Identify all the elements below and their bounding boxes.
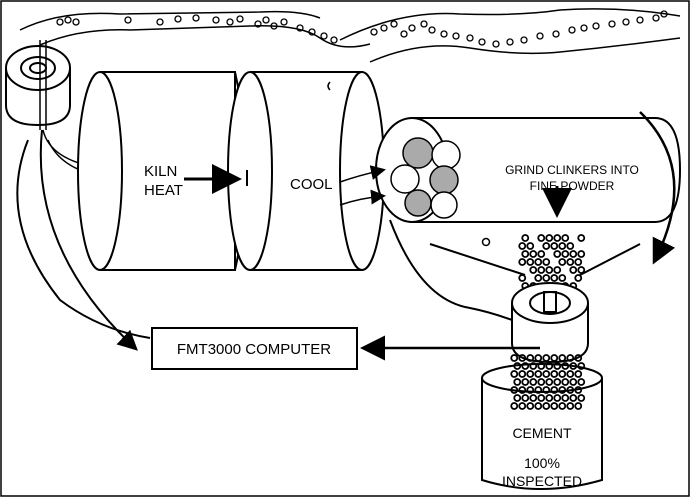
- mill-rotation-arrow: [639, 111, 676, 265]
- inspection-sensor: [511, 282, 589, 364]
- feed-hopper: [5, 45, 71, 127]
- cooler-mark: [327, 81, 331, 91]
- kiln-label-line1: KILN: [144, 163, 177, 180]
- powder-funnel: [429, 243, 641, 276]
- feed-signal-arrow: [39, 129, 138, 351]
- kiln-signal-line: [16, 139, 151, 339]
- grinding-balls: [390, 137, 461, 219]
- cement-pile: [510, 354, 586, 410]
- grind-label-line1: GRIND CLINKERS INTO: [505, 163, 639, 177]
- grind-label-line2: FINE POWDER: [530, 179, 615, 193]
- raw-material-conveyor: [19, 8, 681, 63]
- inspected-label-line2: INSPECTED: [502, 473, 582, 489]
- cement-label: CEMENT: [512, 425, 572, 441]
- feed-pipe: [39, 40, 47, 130]
- cooler-cylinder: [227, 71, 385, 271]
- cool-arrow-lower: [339, 189, 386, 206]
- fmt3000-computer-box: [151, 327, 358, 370]
- computer-label: FMT3000 COMPUTER: [177, 341, 331, 358]
- mill-signal-line: [389, 219, 513, 321]
- powder-speck: [481, 237, 491, 247]
- inspected-label-line1: 100%: [524, 455, 560, 471]
- cool-label: COOL: [290, 176, 333, 193]
- kiln-label-line2: HEAT: [144, 182, 183, 199]
- conveyor-material: [56, 10, 668, 48]
- powder-stream: [518, 234, 586, 290]
- cool-arrow-upper: [339, 165, 386, 183]
